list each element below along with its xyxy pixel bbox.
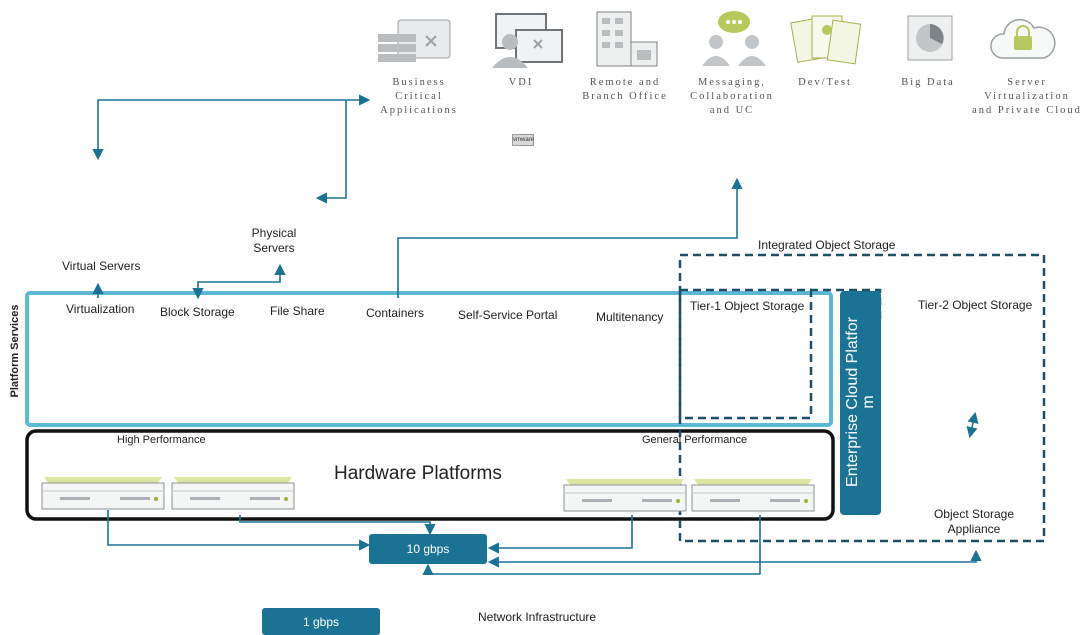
- server-appliance-4: [690, 477, 816, 513]
- net-link-2: [239, 515, 436, 536]
- network-10gbps-badge: 10 gbps: [369, 534, 487, 564]
- physical-servers-connector: [315, 100, 347, 204]
- enterprise-cloud-platform-bar: [840, 291, 881, 515]
- usecase-label-devtest: Dev/Test: [798, 77, 852, 88]
- tier1-frame: [678, 288, 813, 420]
- net-link-3: [487, 515, 633, 554]
- network-1gbps-badge: 1 gbps: [262, 608, 380, 635]
- tier2-object-storage-label: Tier-2 Object Storage: [918, 298, 1033, 312]
- service-virtualization: Virtualization: [66, 302, 135, 316]
- cloud-lock-icon: [988, 14, 1056, 64]
- usecase-label-bigdata: Big Data: [901, 77, 955, 88]
- net-link-4: [422, 515, 761, 575]
- general-performance-label: General Performance: [642, 434, 748, 446]
- high-performance-label: High Performance: [117, 434, 206, 446]
- virtual-servers-connector: [92, 94, 371, 161]
- net-link-appliance: [487, 549, 982, 568]
- net-link-1: [107, 510, 371, 551]
- usecase-label-messaging: Messaging, Collaboration and UC: [690, 77, 774, 116]
- service-containers: Containers: [366, 306, 425, 320]
- hardware-platforms-frame: [25, 429, 835, 521]
- platform-services-label: Platform Services: [9, 304, 21, 398]
- usecase-label-vdi: VDI: [508, 77, 534, 88]
- service-self-service-portal: Self-Service Portal: [458, 308, 558, 322]
- virtual-servers-label: Virtual Servers: [62, 259, 141, 273]
- usecase-label-business-critical: Business Critical Applications: [380, 77, 458, 116]
- server-appliance-3: [562, 477, 688, 513]
- pie-chart-icon: [904, 14, 956, 64]
- enterprise-cloud-platform-label: Enterprise Cloud Platfor m: [844, 317, 877, 487]
- vmware-logo: vmware: [512, 134, 534, 146]
- physical-servers-label: Physical Servers: [251, 226, 297, 255]
- hardware-platforms-title: Hardware Platforms: [334, 463, 502, 484]
- building-icon: [593, 10, 661, 68]
- chat-users-icon: [700, 8, 768, 68]
- server-appliance-1: [40, 475, 166, 511]
- server-appliance-2: [170, 475, 296, 511]
- block-storage-connector: [192, 263, 286, 300]
- platform-services-frame: [25, 291, 833, 427]
- network-infrastructure-label: Network Infrastructure: [478, 610, 597, 624]
- containers-connector: [397, 177, 743, 298]
- service-tier1-object-storage: Tier-1 Object Storage: [690, 299, 805, 313]
- documents-icon: [790, 12, 862, 68]
- servers-icon: [376, 16, 456, 68]
- integrated-object-storage-label: Integrated Object Storage: [758, 238, 896, 252]
- usecase-label-server-virtualization: Server Virtualization and Private Cloud: [972, 77, 1082, 116]
- service-block-storage: Block Storage: [160, 305, 235, 319]
- object-storage-appliance-label: Object Storage Appliance: [933, 507, 1015, 536]
- desktops-icon: [484, 12, 566, 70]
- service-multitenancy: Multitenancy: [596, 310, 664, 324]
- service-file-share: File Share: [270, 304, 325, 318]
- usecase-label-remote-branch: Remote and Branch Office: [582, 77, 668, 102]
